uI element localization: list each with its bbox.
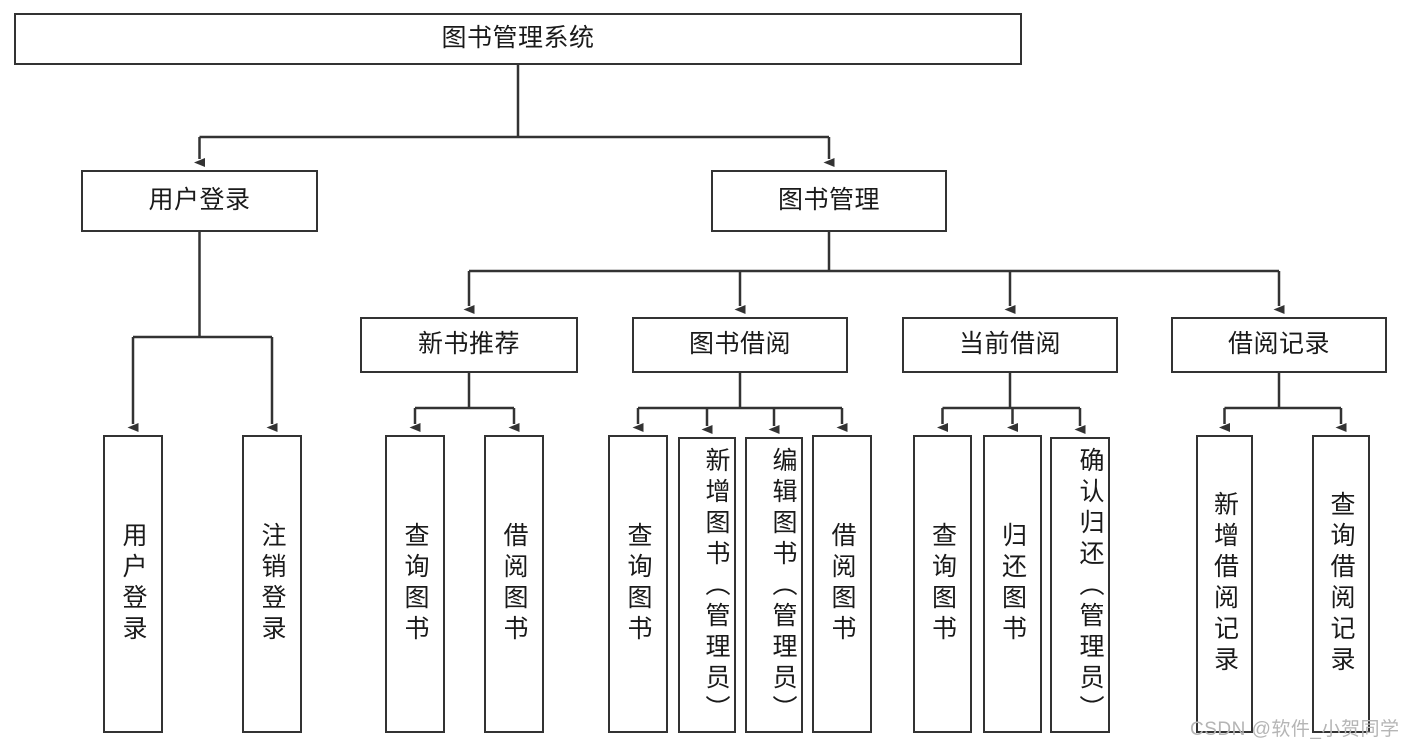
node-label: 查询图书 bbox=[401, 522, 429, 646]
node-label: 图书借阅 bbox=[688, 330, 791, 359]
node-current-borrow[interactable]: 当前借阅 bbox=[902, 317, 1118, 373]
node-leaf-borrow-add[interactable]: 新增图书（管理员） bbox=[678, 437, 736, 733]
node-leaf-rec-query2[interactable]: 查询借阅记录 bbox=[1312, 435, 1370, 733]
node-label: 借阅记录 bbox=[1227, 330, 1330, 359]
node-label: 用户登录 bbox=[148, 186, 251, 215]
node-label: 借阅图书 bbox=[500, 522, 528, 646]
node-leaf-cur-query[interactable]: 查询图书 bbox=[913, 435, 972, 733]
node-leaf-borrow-query[interactable]: 查询图书 bbox=[608, 435, 668, 733]
node-label: 编辑图书（管理员） bbox=[769, 446, 797, 726]
node-leaf-borrow-lend[interactable]: 借阅图书 bbox=[812, 435, 872, 733]
node-label: 借阅图书 bbox=[828, 522, 856, 646]
node-leaf-cur-confirm[interactable]: 确认归还（管理员） bbox=[1050, 437, 1110, 733]
node-user-login[interactable]: 用户登录 bbox=[81, 170, 318, 232]
node-leaf-user-login[interactable]: 用户登录 bbox=[103, 435, 163, 733]
node-label: 归还图书 bbox=[998, 522, 1027, 646]
node-leaf-user-logout[interactable]: 注销登录 bbox=[242, 435, 302, 733]
node-label: 图书管理系统 bbox=[441, 24, 595, 53]
node-label: 当前借阅 bbox=[958, 330, 1061, 359]
node-borrow-record[interactable]: 借阅记录 bbox=[1171, 317, 1387, 373]
node-label: 查询图书 bbox=[928, 522, 957, 646]
node-book-manage[interactable]: 图书管理 bbox=[711, 170, 947, 232]
node-leaf-rec-query[interactable]: 查询图书 bbox=[385, 435, 445, 733]
node-label: 图书管理 bbox=[777, 186, 880, 215]
node-label: 查询借阅记录 bbox=[1327, 491, 1355, 677]
node-label: 注销登录 bbox=[258, 522, 286, 646]
node-leaf-cur-return[interactable]: 归还图书 bbox=[983, 435, 1042, 733]
node-label: 确认归还（管理员） bbox=[1076, 446, 1104, 726]
node-book-borrow[interactable]: 图书借阅 bbox=[632, 317, 848, 373]
edge-layer bbox=[127, 65, 1347, 434]
node-new-book-rec[interactable]: 新书推荐 bbox=[360, 317, 578, 373]
watermark-text: CSDN @软件_小贺同学 bbox=[1190, 719, 1400, 740]
node-label: 新书推荐 bbox=[417, 330, 520, 359]
node-label: 新增借阅记录 bbox=[1210, 491, 1239, 677]
node-root[interactable]: 图书管理系统 bbox=[14, 13, 1022, 65]
node-leaf-rec-add[interactable]: 新增借阅记录 bbox=[1196, 435, 1253, 733]
node-label: 查询图书 bbox=[624, 522, 652, 646]
node-label: 新增图书（管理员） bbox=[702, 446, 730, 726]
node-leaf-borrow-edit[interactable]: 编辑图书（管理员） bbox=[745, 437, 803, 733]
node-leaf-rec-borrow[interactable]: 借阅图书 bbox=[484, 435, 544, 733]
node-label: 用户登录 bbox=[119, 522, 147, 646]
